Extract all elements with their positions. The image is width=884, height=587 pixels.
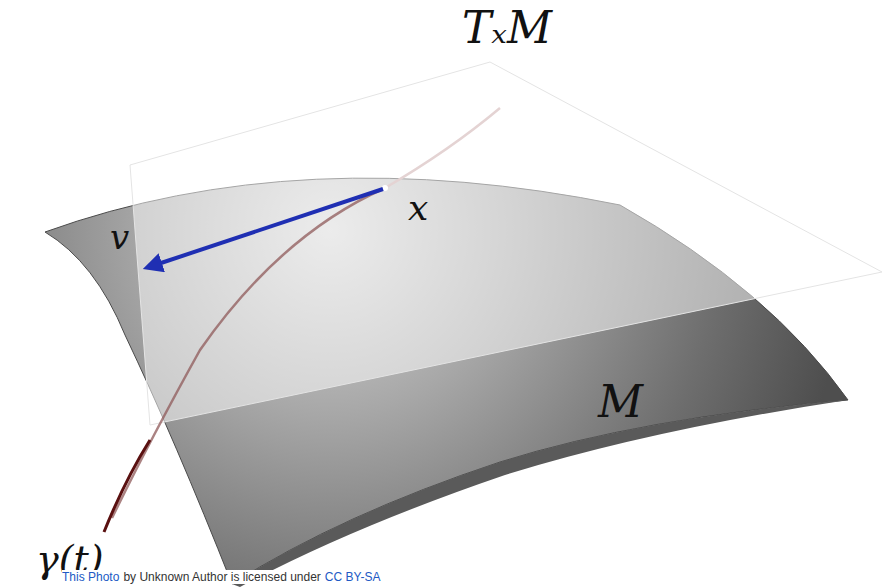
attribution-link: CC BY-SA (325, 570, 381, 584)
surface-lower-edge-shade (232, 400, 848, 587)
tangent-space-label: TₓM (462, 6, 552, 50)
curve-gamma (112, 188, 385, 518)
attribution-text: by Unknown Author is licensed under (123, 570, 320, 584)
point-label: x (408, 190, 428, 226)
tangent-vector-arrow (158, 189, 383, 264)
attribution-link: This Photo (62, 570, 119, 584)
vector-label: v (110, 220, 129, 254)
tangent-plane (130, 62, 882, 425)
curve-gamma-front (104, 440, 150, 532)
manifold-label: M (598, 380, 643, 424)
